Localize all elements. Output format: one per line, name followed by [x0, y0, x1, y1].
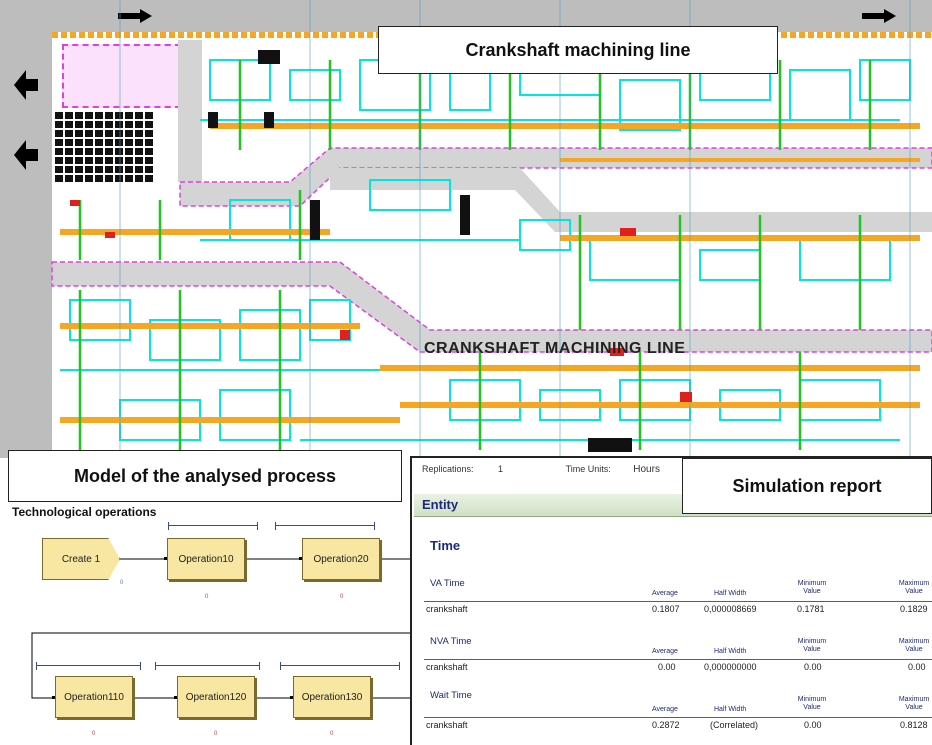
aisle-vertical	[178, 40, 202, 182]
entity-label: Entity	[422, 497, 459, 512]
section-title: Wait Time	[430, 690, 472, 701]
value-minimum: 0.00	[804, 662, 822, 672]
row-label: crankshaft	[426, 662, 468, 672]
module-counter: 0	[120, 580, 124, 586]
process-module[interactable]: Operation20	[302, 538, 380, 580]
arrow-right-icon	[118, 9, 152, 23]
module-label: Operation120	[185, 691, 247, 703]
arrow-left-icon	[14, 70, 38, 100]
process-module[interactable]: Operation120	[177, 676, 255, 718]
value-halfwidth: (Correlated)	[710, 720, 759, 730]
replications-label: Replications:	[422, 464, 474, 474]
column-header: Half Width	[714, 590, 747, 597]
arrow-right-icon	[862, 9, 896, 23]
column-header: Half Width	[714, 706, 747, 713]
time-units-value: Hours	[633, 464, 660, 475]
row-label: crankshaft	[426, 604, 468, 614]
pallet-grid	[55, 112, 155, 184]
process-model: Model of the analysed process Technologi…	[0, 450, 410, 745]
column-header: Half Width	[714, 648, 747, 655]
resource-bar	[36, 662, 141, 672]
value-minimum: 0.1781	[797, 604, 825, 614]
value-average: 0.1807	[652, 604, 680, 614]
value-minimum: 0.00	[804, 720, 822, 730]
section-label: Technological operations	[12, 505, 157, 519]
module-counter: 0	[330, 731, 334, 737]
cad-linework	[60, 0, 920, 458]
row-rule	[424, 717, 932, 718]
column-header: Maximum Value	[898, 638, 930, 653]
model-callout: Model of the analysed process	[8, 450, 402, 502]
resource-bar	[168, 522, 258, 532]
column-header: Maximum Value	[898, 696, 930, 711]
section-title: VA Time	[430, 578, 465, 589]
column-header: Maximum Value	[898, 580, 930, 595]
module-counter: 0	[205, 594, 209, 600]
report-header: Replications: 1 Time Units: Hours	[422, 464, 660, 475]
aisle-paths	[51, 147, 932, 353]
column-header: Minimum Value	[797, 696, 827, 711]
report-callout: Simulation report	[682, 458, 932, 514]
process-module[interactable]: Operation110	[55, 676, 133, 718]
module-label: Create 1	[61, 553, 101, 565]
module-label: Operation110	[64, 691, 124, 703]
value-halfwidth: 0,000008669	[704, 604, 757, 614]
section-title: NVA Time	[430, 636, 472, 647]
left-road	[0, 32, 52, 458]
module-counter: 0	[214, 731, 218, 737]
module-counter: 0	[340, 594, 344, 600]
time-heading: Time	[430, 538, 461, 553]
create-module[interactable]: Create 1	[42, 538, 120, 580]
column-header: Minimum Value	[797, 580, 827, 595]
row-rule	[424, 601, 932, 602]
replications-value: 1	[498, 464, 504, 474]
layout-callout: Crankshaft machining line	[378, 26, 778, 74]
value-maximum: 0.00	[908, 662, 926, 672]
column-header: Average	[652, 590, 678, 597]
process-module[interactable]: Operation130	[293, 676, 371, 718]
process-module[interactable]: Operation10	[167, 538, 245, 580]
resource-bar	[280, 662, 400, 672]
resource-bar	[275, 522, 375, 532]
cad-layout: CRANKSHAFT MACHINING LINE Crankshaft mac…	[0, 0, 932, 458]
row-label: crankshaft	[426, 720, 468, 730]
module-label: Operation10	[178, 553, 234, 565]
time-units-label: Time Units:	[565, 464, 611, 474]
module-label: Operation130	[301, 691, 363, 703]
column-header: Minimum Value	[797, 638, 827, 653]
module-label: Operation20	[313, 553, 369, 565]
value-average: 0.00	[658, 662, 676, 672]
value-average: 0.2872	[652, 720, 680, 730]
resource-bar	[155, 662, 260, 672]
drawing-label: CRANKSHAFT MACHINING LINE	[424, 340, 686, 357]
module-counter: 0	[92, 731, 96, 737]
column-header: Average	[652, 706, 678, 713]
row-rule	[424, 659, 932, 660]
model-connectors	[31, 557, 410, 699]
value-maximum: 0.1829	[900, 604, 928, 614]
value-halfwidth: 0,000000000	[704, 662, 757, 672]
arrow-left-icon	[14, 140, 38, 170]
value-maximum: 0.8128	[900, 720, 928, 730]
column-header: Average	[652, 648, 678, 655]
